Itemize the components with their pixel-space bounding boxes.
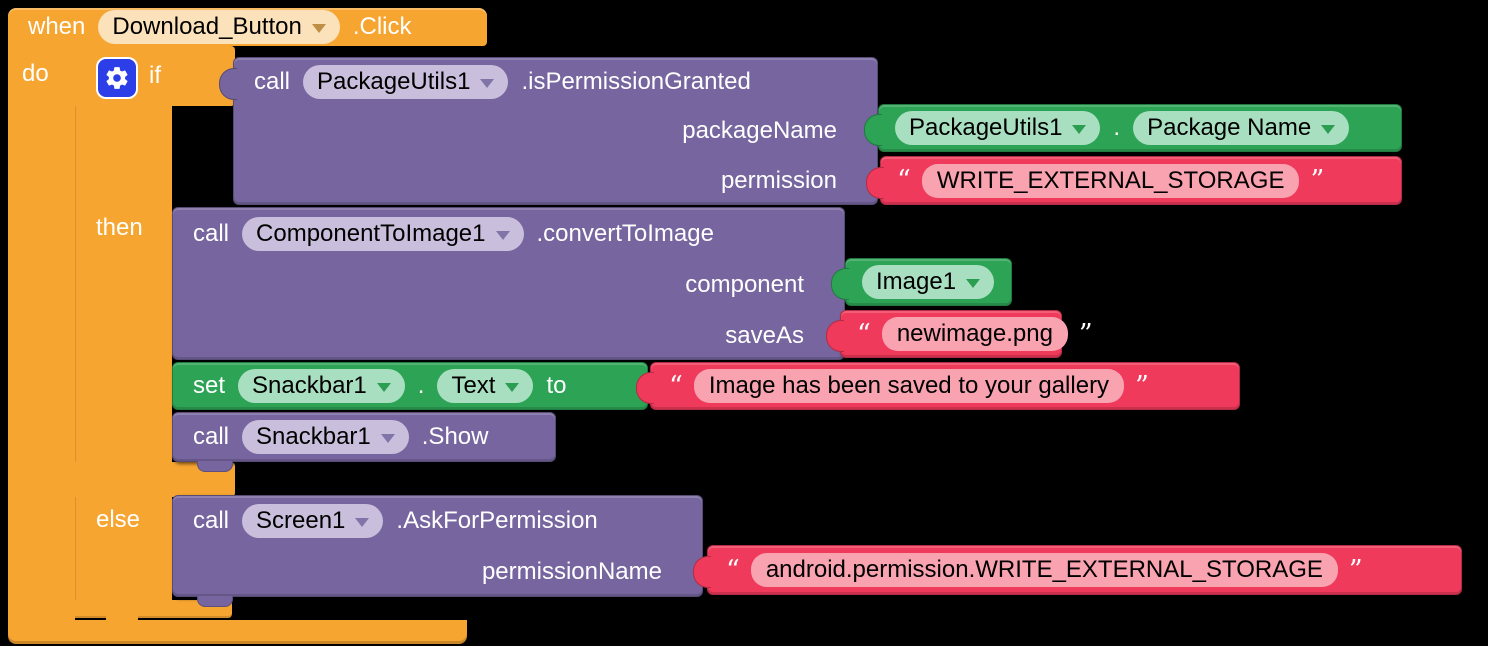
snackbar-dropdown[interactable]: Snackbar1 xyxy=(238,369,405,403)
packageutils-dropdown[interactable]: PackageUtils1 xyxy=(303,65,509,99)
open-quote: “ xyxy=(726,554,740,586)
then-label: then xyxy=(96,214,143,241)
chevron-down-icon xyxy=(495,230,510,240)
param-saveas-label: saveAs xyxy=(725,321,804,349)
statement-connector xyxy=(197,461,233,472)
to-label: to xyxy=(546,372,567,399)
text-property-name: Text xyxy=(451,372,496,399)
chevron-down-icon xyxy=(1321,125,1336,134)
image-component-name: Image1 xyxy=(876,268,957,295)
dot-separator: . xyxy=(417,372,425,399)
chevron-down-icon xyxy=(380,434,395,443)
mutator-gear-button[interactable] xyxy=(96,57,138,99)
packagename-getter-block[interactable]: PackageUtils1 . Package Name xyxy=(864,104,1402,152)
open-quote: “ xyxy=(669,370,683,402)
image1-getter-block[interactable]: Image1 xyxy=(831,258,1012,306)
permission-text-block[interactable]: “ WRITE_EXTERNAL_STORAGE ” xyxy=(866,156,1402,205)
chevron-down-icon xyxy=(966,279,981,288)
param-permission-label: permission xyxy=(720,167,837,194)
componenttoimage-dropdown[interactable]: ComponentToImage1 xyxy=(242,216,524,251)
close-quote: ” xyxy=(1310,165,1325,196)
snackbar-name: Snackbar1 xyxy=(256,423,371,450)
call-askforpermission-block[interactable]: call Screen1 .AskForPermission permissio… xyxy=(172,495,703,597)
snackbar-message-text-block[interactable]: “ Image has been saved to your gallery ” xyxy=(636,362,1240,410)
if-block-bottom-connector xyxy=(106,616,138,626)
do-label: do xyxy=(22,60,49,87)
componenttoimage-name: ComponentToImage1 xyxy=(256,219,486,247)
close-quote: ” xyxy=(1135,370,1149,402)
when-block-left-column[interactable]: do xyxy=(8,44,75,622)
method-name: .convertToImage xyxy=(536,219,714,247)
set-snackbar-text-block[interactable]: set Snackbar1 . Text to xyxy=(172,362,648,410)
snackbar-name: Snackbar1 xyxy=(252,372,367,399)
getter-property-dropdown[interactable]: Package Name xyxy=(1133,111,1350,145)
permissionname-text-field[interactable]: android.permission.WRITE_EXTERNAL_STORAG… xyxy=(750,553,1338,587)
set-label: set xyxy=(193,372,226,399)
open-quote: “ xyxy=(857,318,871,350)
call-ispermissiongranted-block[interactable]: call PackageUtils1 .isPermissionGranted … xyxy=(219,57,878,205)
method-name: .Show xyxy=(421,423,489,450)
getter-component-name: PackageUtils1 xyxy=(909,114,1063,141)
event-component-dropdown[interactable]: Download_Button xyxy=(98,10,340,44)
if-block-header[interactable]: if xyxy=(75,46,235,106)
param-permissionname-label: permissionName xyxy=(481,558,662,585)
dot-separator: . xyxy=(1113,114,1121,141)
if-label: if xyxy=(149,62,161,89)
screen1-dropdown[interactable]: Screen1 xyxy=(242,504,384,538)
if-block-left-column[interactable]: then else xyxy=(75,46,172,602)
close-quote: ” xyxy=(1078,318,1093,350)
param-packagename-label: packageName xyxy=(682,117,837,144)
chevron-down-icon xyxy=(1072,125,1087,134)
chevron-down-icon xyxy=(311,24,326,33)
chevron-down-icon xyxy=(505,383,520,392)
gear-icon xyxy=(106,67,128,89)
saveas-text-block[interactable]: “ newimage.png ” xyxy=(826,310,1093,358)
call-label: call xyxy=(193,423,230,450)
event-name: .Click xyxy=(352,13,412,40)
chevron-down-icon xyxy=(355,518,370,527)
method-name: .AskForPermission xyxy=(396,507,598,534)
open-quote: “ xyxy=(897,165,911,196)
screen1-name: Screen1 xyxy=(256,507,346,534)
chevron-down-icon xyxy=(480,79,495,88)
param-component-label: component xyxy=(685,270,804,298)
chevron-down-icon xyxy=(376,383,391,392)
statement-connector xyxy=(197,596,233,607)
text-property-dropdown[interactable]: Text xyxy=(437,369,534,403)
when-block-bottom-bar[interactable] xyxy=(8,620,467,644)
if-block-bottom-bar xyxy=(75,600,232,618)
method-name: .isPermissionGranted xyxy=(521,68,751,95)
else-label: else xyxy=(96,506,141,533)
call-label: call xyxy=(193,507,230,534)
call-converttoimage-block[interactable]: call ComponentToImage1 .convertToImage c… xyxy=(172,207,845,360)
when-event-block[interactable]: when Download_Button .Click xyxy=(8,8,487,46)
getter-component-dropdown[interactable]: PackageUtils1 xyxy=(895,111,1101,145)
event-component-name: Download_Button xyxy=(112,13,302,40)
saveas-text-field[interactable]: newimage.png xyxy=(881,317,1068,351)
getter-property-name: Package Name xyxy=(1147,114,1312,141)
snackbar-dropdown[interactable]: Snackbar1 xyxy=(242,420,409,454)
packageutils-name: PackageUtils1 xyxy=(317,68,471,95)
call-label: call xyxy=(193,219,230,247)
call-snackbar-show-block[interactable]: call Snackbar1 .Show xyxy=(172,412,556,462)
snackbar-message-field[interactable]: Image has been saved to your gallery xyxy=(693,369,1125,403)
permission-text-field[interactable]: WRITE_EXTERNAL_STORAGE xyxy=(921,163,1300,198)
close-quote: ” xyxy=(1348,554,1363,586)
image-component-dropdown[interactable]: Image1 xyxy=(862,265,995,299)
permissionname-text-block[interactable]: “ android.permission.WRITE_EXTERNAL_STOR… xyxy=(693,545,1462,595)
when-label: when xyxy=(28,13,86,40)
call-label: call xyxy=(254,68,291,95)
